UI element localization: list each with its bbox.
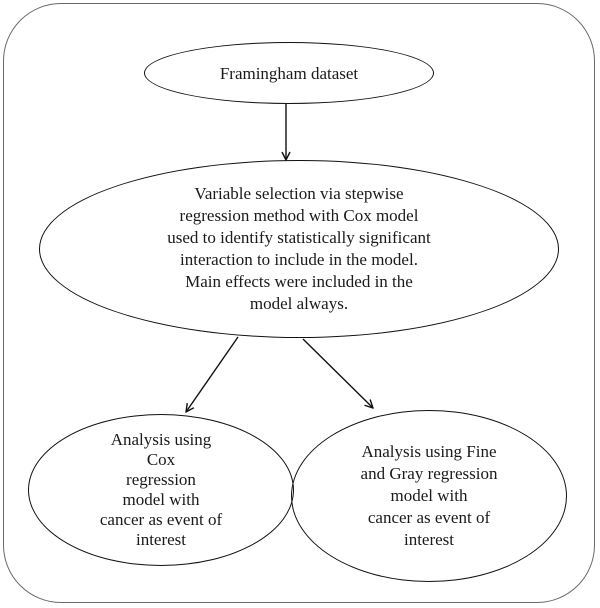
node-cox-analysis-label: Analysis using Cox regression model with… (99, 430, 223, 549)
node-fine-gray-analysis: Analysis using Fine and Gray regression … (291, 410, 567, 582)
node-framingham-dataset: Framingham dataset (144, 42, 434, 104)
node-framingham-dataset-label: Framingham dataset (219, 63, 359, 83)
diagram-frame (3, 3, 595, 603)
node-fine-gray-analysis-label: Analysis using Fine and Gray regression … (360, 442, 498, 549)
node-variable-selection: Variable selection via stepwise regressi… (39, 160, 559, 338)
arrow-middle-to-bottom-right (302, 338, 373, 408)
node-variable-selection-label: Variable selection via stepwise regressi… (167, 184, 431, 313)
arrow-middle-to-bottom-left (186, 336, 239, 412)
node-cox-analysis: Analysis using Cox regression model with… (28, 414, 294, 566)
